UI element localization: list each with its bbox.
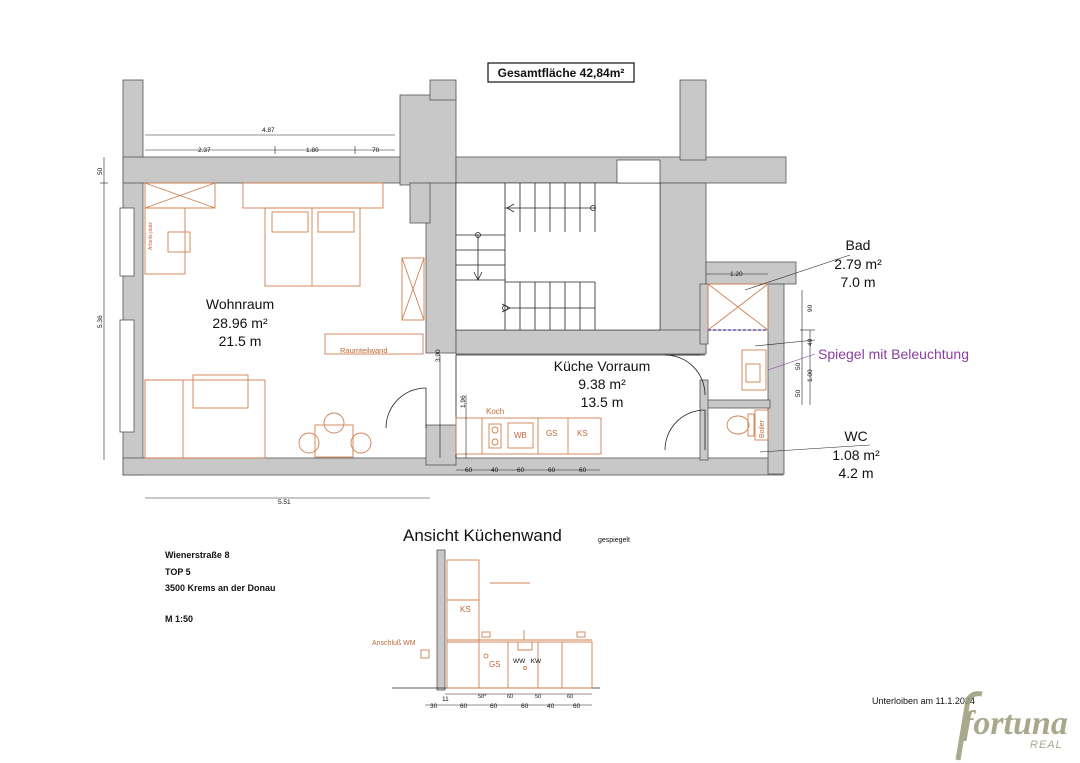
wall-wc-left — [699, 379, 709, 461]
title-box — [487, 62, 635, 83]
dim-top-b: 1.80 — [306, 147, 319, 154]
wall-bad-wc — [699, 399, 771, 409]
dim-kitchen-h: 1.96 — [460, 395, 467, 408]
label-arbeitsplatz: Arbeits-platz — [148, 222, 154, 250]
dim-kitchen-run-3: 60 — [517, 467, 525, 474]
dim-left-b: 5.36 — [97, 315, 104, 328]
window-left-1 — [119, 207, 135, 277]
wall-bad-right — [767, 283, 785, 475]
furniture-labels: Raumteilwand Koch WB GS KS Boiler Arbeit… — [148, 222, 766, 440]
elevation-ww-kw: WW KW — [513, 658, 542, 665]
dimension-lines — [100, 134, 871, 499]
label-koch: Koch — [486, 407, 504, 416]
wall-top-right-pillar — [679, 79, 707, 161]
label-wb: WB — [514, 431, 527, 440]
dim-left-a: 50 — [97, 167, 104, 175]
staircase — [455, 159, 661, 331]
dim-kitchen-run-5: 60 — [579, 467, 587, 474]
elevation-dim-top-1: 58* — [478, 694, 487, 700]
wall-mid — [455, 329, 707, 355]
room-bad-area: 2.79 m² — [834, 256, 882, 272]
elevation-wm: Anschluß WM — [372, 640, 416, 647]
room-kueche-name: Küche Vorraum — [554, 358, 651, 374]
kitchen-elevation: Ansicht Küchenwand gespiegelt KS GS Ansc… — [372, 526, 630, 710]
room-kueche-perimeter: 13.5 m — [581, 394, 624, 410]
room-wc-perimeter: 4.2 m — [838, 465, 873, 481]
dim-kitchen-run-2: 40 — [491, 467, 499, 474]
dim-bad-w: 1.20 — [730, 271, 743, 278]
wall-top-cap — [429, 79, 457, 101]
elevation-dim-bottom-4: 60 — [521, 703, 529, 710]
room-bad-perimeter: 7.0 m — [840, 274, 875, 290]
furniture — [144, 182, 769, 459]
elevation-dim-bottom-1: 30 — [430, 703, 438, 710]
dim-mirror-b: 50 — [795, 362, 802, 370]
doors — [385, 354, 706, 458]
dim-door-h: 3.90 — [435, 349, 442, 362]
elevation-dim-top-3: 50 — [535, 694, 541, 700]
wall-bottom-center — [425, 424, 457, 466]
wall-stair-right — [659, 182, 707, 354]
dim-mirror-d: 50 — [795, 389, 802, 397]
address-unit: TOP 5 — [165, 567, 191, 577]
walls — [119, 79, 797, 476]
elevation-dim-bottom-5: 40 — [547, 703, 555, 710]
brand-name: fortuna — [962, 705, 1068, 742]
dim-top-c: 70 — [372, 147, 380, 154]
room-kueche-area: 9.38 m² — [578, 376, 626, 392]
label-boiler: Boiler — [759, 419, 766, 438]
dimension-labels: 4.87 2.37 1.80 70 50 5.36 5.51 3.90 1.96… — [97, 127, 814, 506]
room-wc-name: WC — [844, 428, 867, 444]
address-scale: M 1:50 — [165, 614, 193, 624]
room-wohnraum-name: Wohnraum — [206, 296, 274, 312]
room-labels: Wohnraum 28.96 m² 21.5 m Küche Vorraum 9… — [206, 237, 969, 481]
label-gs: GS — [546, 429, 558, 438]
dim-mirror-c: 1.00 — [807, 369, 814, 382]
address-block: Wienerstraße 8 TOP 5 3500 Krems an der D… — [165, 550, 276, 624]
room-wohnraum-perimeter: 21.5 m — [219, 333, 262, 349]
elevation-dim-bottom-2: 60 — [460, 703, 468, 710]
room-bad-name: Bad — [846, 237, 871, 253]
dim-bottom-total: 5.51 — [278, 499, 291, 506]
label-ks: KS — [577, 429, 588, 438]
dim-top-a: 2.37 — [198, 147, 211, 154]
elevation-dim-top-2: 60 — [507, 694, 513, 700]
elevation-title: Ansicht Küchenwand — [403, 526, 562, 545]
elevation-lead: 11 — [442, 696, 449, 703]
elevation-wall — [436, 549, 446, 691]
address-street: Wienerstraße 8 — [165, 550, 229, 560]
footer-date: Unterloiben am 11.1.2024 — [872, 696, 975, 706]
dim-bad-h: 90 — [807, 304, 814, 312]
elevation-dim-bottom-3: 60 — [490, 703, 498, 710]
wall-center — [425, 182, 457, 354]
room-wohnraum-area: 28.96 m² — [212, 315, 268, 331]
dim-kitchen-run-4: 60 — [548, 467, 556, 474]
dim-kitchen-run-1: 60 — [465, 467, 473, 474]
brand-logo: fortuna REAL — [955, 691, 1068, 761]
brand-sub: REAL — [1030, 739, 1063, 751]
address-city: 3500 Krems an der Donau — [165, 583, 276, 593]
window-left-2 — [119, 319, 135, 433]
annotation-mirror: Spiegel mit Beleuchtung — [818, 346, 969, 362]
elevation-dim-top-4: 60 — [567, 694, 573, 700]
room-wc-area: 1.08 m² — [832, 447, 880, 463]
elevation-dim-bottom-6: 60 — [573, 703, 581, 710]
wall-top-left — [122, 156, 419, 184]
wall-bad-left — [699, 283, 709, 345]
dim-mirror-a: 40 — [807, 338, 814, 346]
label-raumteilwand: Raumteilwand — [340, 346, 388, 355]
elevation-gs: GS — [489, 660, 501, 669]
wall-center-corner — [409, 182, 431, 224]
wall-bad-top — [705, 261, 797, 285]
elevation-ks: KS — [460, 605, 471, 614]
elevation-subtitle: gespiegelt — [598, 537, 630, 544]
dim-top-total: 4.87 — [262, 127, 275, 134]
page-title: Gesamtfläche 42,84m² — [498, 66, 625, 80]
wall-top-pillar — [399, 94, 457, 186]
